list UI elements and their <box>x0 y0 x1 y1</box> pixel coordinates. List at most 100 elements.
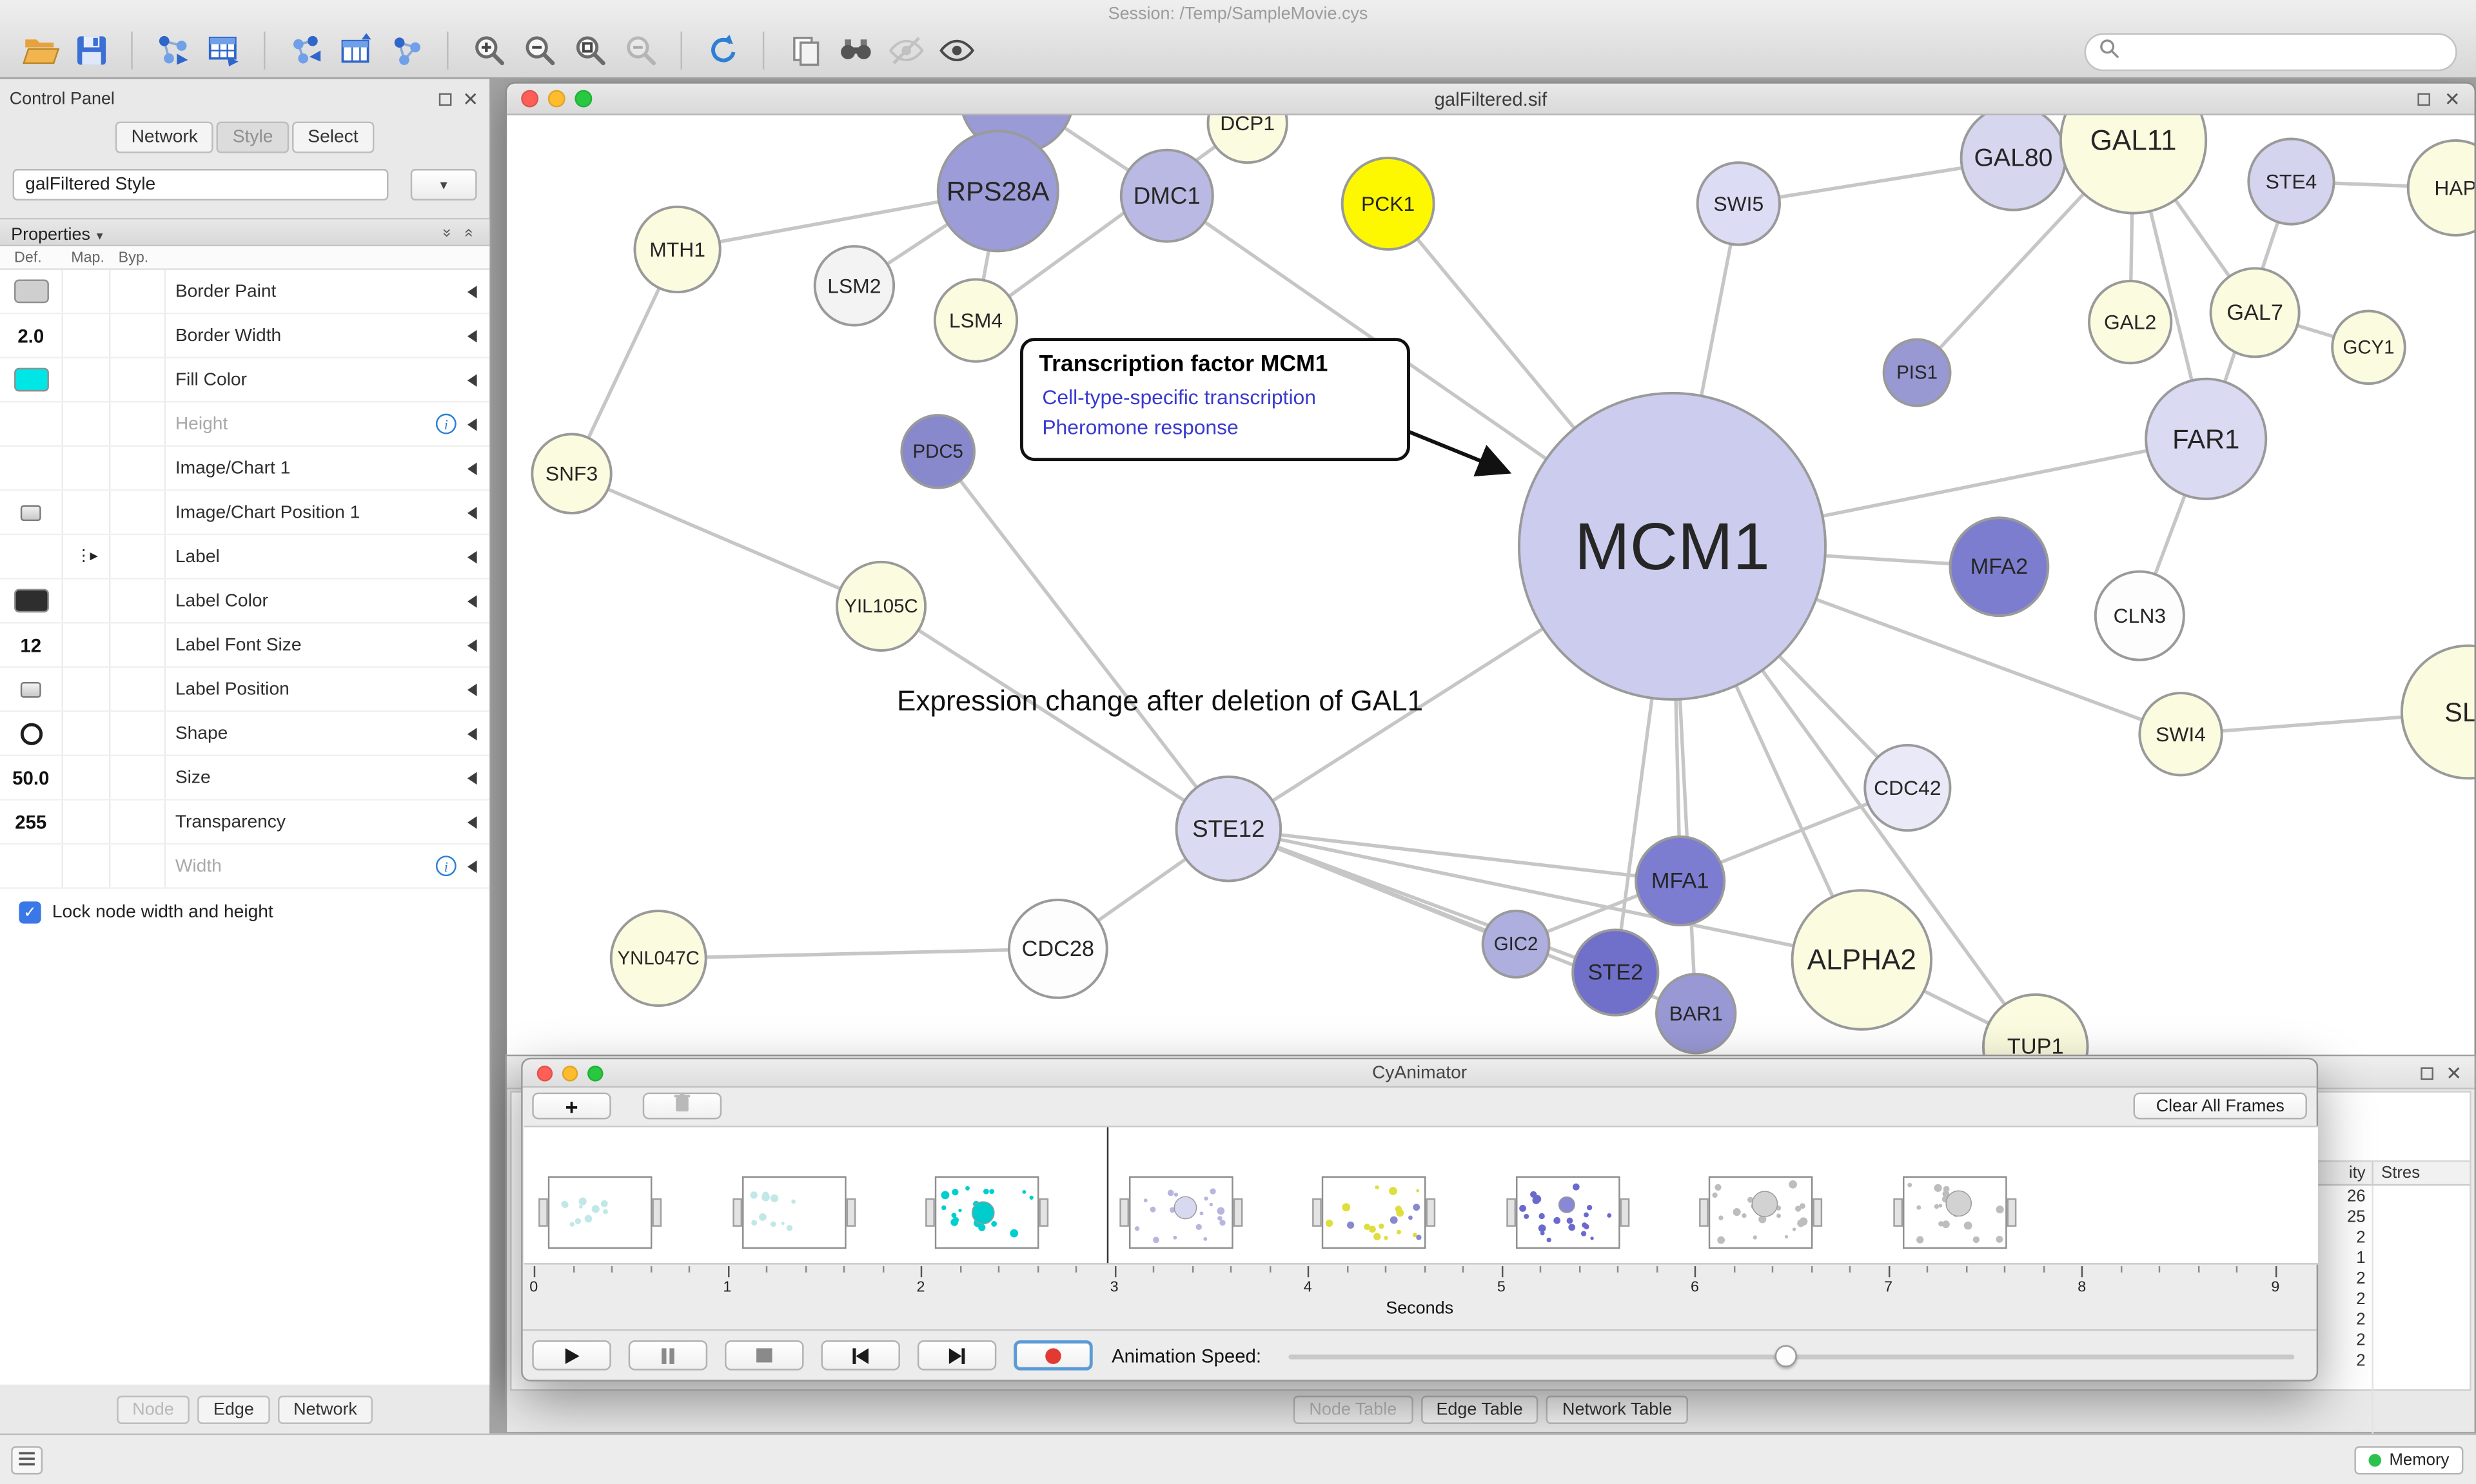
annotation-box[interactable]: Transcription factor MCM1 Cell-type-spec… <box>1020 338 1410 461</box>
node-MFA1[interactable] <box>1635 835 1726 927</box>
table-row[interactable]: 25 <box>2312 1206 2470 1227</box>
node-MFA2[interactable] <box>1949 516 2050 618</box>
mapping-cell[interactable] <box>63 447 111 490</box>
bypass-cell[interactable] <box>110 623 166 667</box>
bypass-cell[interactable] <box>110 800 166 843</box>
expand-row-arrow[interactable] <box>467 727 477 740</box>
expand-row-arrow[interactable] <box>467 550 477 563</box>
mapping-cell[interactable] <box>63 491 111 534</box>
slider-knob[interactable] <box>1774 1344 1797 1367</box>
bypass-cell[interactable] <box>110 269 166 313</box>
frame-handle-right[interactable] <box>1039 1198 1049 1227</box>
record-button[interactable] <box>1014 1340 1093 1371</box>
mapping-cell[interactable] <box>63 667 111 711</box>
frame-thumbnail-5[interactable] <box>1506 1176 1629 1249</box>
property-row-fill-color[interactable]: Fill Color <box>0 358 490 403</box>
expand-row-arrow[interactable] <box>467 329 477 342</box>
expand-all-icon[interactable]: » <box>460 228 478 238</box>
node-GIC2[interactable] <box>1481 910 1551 979</box>
zoom-fit-icon[interactable] <box>569 29 611 72</box>
tab-network[interactable]: Network <box>277 1395 373 1424</box>
default-value-cell[interactable] <box>0 358 63 402</box>
frame-handle-right[interactable] <box>1426 1198 1436 1227</box>
edge-yil105c-ste12[interactable] <box>880 605 1230 830</box>
memory-button[interactable]: Memory <box>2354 1446 2464 1475</box>
table-row[interactable]: 1 <box>2312 1247 2470 1268</box>
frame-handle-right[interactable] <box>652 1198 662 1227</box>
frame-handle-left[interactable] <box>1506 1198 1516 1227</box>
default-value-cell[interactable]: 255 <box>0 800 63 843</box>
first-frame-button[interactable] <box>821 1340 900 1371</box>
annotation-link[interactable]: Cell-type-specific transcription <box>1042 385 1316 409</box>
float-panel-icon[interactable] <box>438 93 452 106</box>
bypass-cell[interactable] <box>110 491 166 534</box>
default-value-cell[interactable] <box>0 712 63 755</box>
frame-handle-left[interactable] <box>732 1198 742 1227</box>
first-neighbors-icon[interactable] <box>834 29 876 72</box>
ellipse-shape-icon[interactable] <box>19 722 42 745</box>
property-row-label-position[interactable]: Label Position <box>0 667 490 712</box>
default-value[interactable]: 2.0 <box>17 324 44 347</box>
property-row-shape[interactable]: Shape <box>0 712 490 757</box>
edge-pdc5-ste12[interactable] <box>936 450 1230 830</box>
column-header-stres[interactable]: Stres <box>2372 1162 2470 1184</box>
bypass-cell[interactable] <box>110 314 166 357</box>
tab-edge[interactable]: Edge <box>197 1395 270 1424</box>
edge-dcp1-lsm4[interactable] <box>974 121 1249 322</box>
open-session-icon[interactable] <box>19 29 61 72</box>
delete-frame-button[interactable] <box>642 1092 722 1120</box>
frame-handle-right[interactable] <box>2007 1198 2016 1227</box>
property-row-image-chart-1[interactable]: Image/Chart 1 <box>0 447 490 491</box>
default-value-cell[interactable] <box>0 667 63 711</box>
network-window-titlebar[interactable]: galFiltered.sif ✕ <box>507 83 2475 115</box>
node-LSM4[interactable] <box>933 278 1019 363</box>
default-value-cell[interactable] <box>0 491 63 534</box>
mapping-cell[interactable] <box>63 756 111 799</box>
property-row-label[interactable]: ⋮▸Label <box>0 535 490 580</box>
node-DMC1[interactable] <box>1119 148 1214 243</box>
node-CDC28[interactable] <box>1007 898 1108 999</box>
clear-all-frames-button[interactable]: Clear All Frames <box>2133 1092 2307 1120</box>
node-PIS1[interactable] <box>1882 338 1952 407</box>
expand-row-arrow[interactable] <box>467 859 477 873</box>
float-panel-icon[interactable] <box>2421 1067 2433 1080</box>
position-icon[interactable] <box>20 681 41 698</box>
frame-thumbnail-3[interactable] <box>1119 1176 1243 1249</box>
expand-row-arrow[interactable] <box>467 771 477 784</box>
search-box[interactable] <box>2084 33 2457 72</box>
frame-thumbnail-2[interactable] <box>925 1176 1049 1249</box>
style-options-button[interactable]: ▾ <box>410 169 477 201</box>
import-network-icon[interactable] <box>152 29 194 72</box>
node-HAP[interactable] <box>2406 139 2475 237</box>
mapping-cell[interactable] <box>63 623 111 667</box>
float-window-icon[interactable] <box>2417 93 2430 106</box>
node-MCM1[interactable] <box>1517 391 1827 701</box>
tab-node[interactable]: Node <box>116 1395 190 1424</box>
discrete-mapping-icon[interactable]: ⋮▸ <box>75 547 98 565</box>
mapping-cell[interactable] <box>63 314 111 357</box>
zoom-traffic-light[interactable] <box>575 90 593 108</box>
tab-node-table[interactable]: Node Table <box>1293 1395 1413 1424</box>
table-row[interactable]: 26 <box>2312 1186 2470 1207</box>
play-button[interactable] <box>532 1340 611 1371</box>
edge-ste12-alpha2[interactable] <box>1228 827 1862 962</box>
frame-handle-left[interactable] <box>1892 1198 1903 1227</box>
node-YNL047C[interactable] <box>609 910 707 1007</box>
mapping-cell[interactable] <box>63 579 111 622</box>
expand-row-arrow[interactable] <box>467 373 477 386</box>
node-STE2[interactable] <box>1571 928 1660 1017</box>
node-GAL7[interactable] <box>2209 267 2301 358</box>
expand-row-arrow[interactable] <box>467 815 477 828</box>
table-row[interactable]: 2 <box>2312 1267 2470 1289</box>
tab-network-table[interactable]: Network Table <box>1546 1395 1688 1424</box>
import-table-icon[interactable] <box>202 29 244 72</box>
close-panel-icon[interactable]: ✕ <box>462 88 479 111</box>
edge-ynl047c-cdc28[interactable] <box>658 947 1058 961</box>
node-YIL105C[interactable] <box>836 560 927 652</box>
frame-handle-right[interactable] <box>1813 1198 1823 1227</box>
mapping-cell[interactable] <box>63 402 111 445</box>
frame-handle-right[interactable] <box>1620 1198 1629 1227</box>
frame-thumbnail-6[interactable] <box>1699 1176 1823 1249</box>
